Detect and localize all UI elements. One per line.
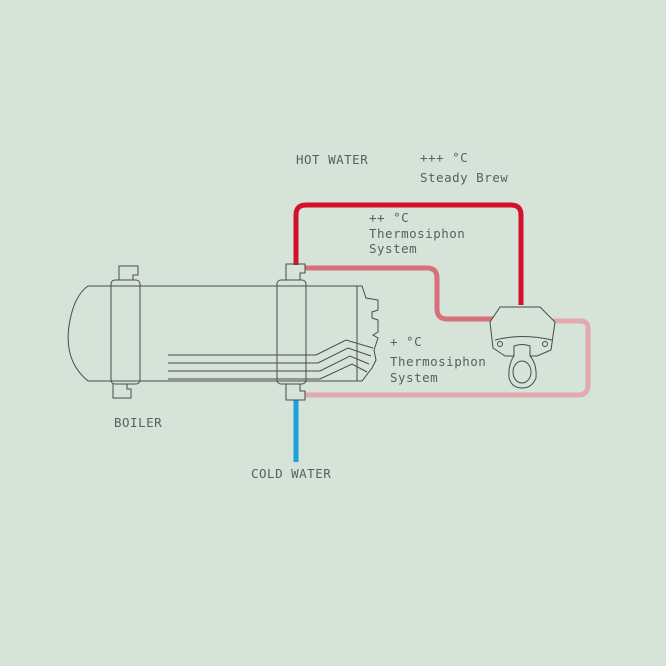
thermosiphon-1-line2: System [390, 370, 439, 385]
steady-brew-label: Steady Brew [420, 170, 509, 185]
group-head [489, 306, 556, 389]
thermosiphon-2-line1: Thermosiphon [369, 226, 466, 241]
steady-brew-temp: +++ °C [420, 150, 469, 165]
thermosiphon-mild-pipe [305, 318, 591, 398]
hot-water-pipe [293, 202, 524, 305]
boiler-label: BOILER [114, 415, 163, 430]
thermosiphon-1-line1: Thermosiphon [390, 354, 487, 369]
thermosiphon-1-temp: + °C [390, 334, 423, 349]
thermosiphon-2-temp: ++ °C [369, 210, 410, 225]
cold-water-label: COLD WATER [251, 466, 332, 481]
hot-water-label: HOT WATER [296, 152, 369, 167]
thermosiphon-warm-pipe [305, 265, 493, 322]
thermosiphon-2-line2: System [369, 241, 418, 256]
boiler [67, 263, 379, 401]
